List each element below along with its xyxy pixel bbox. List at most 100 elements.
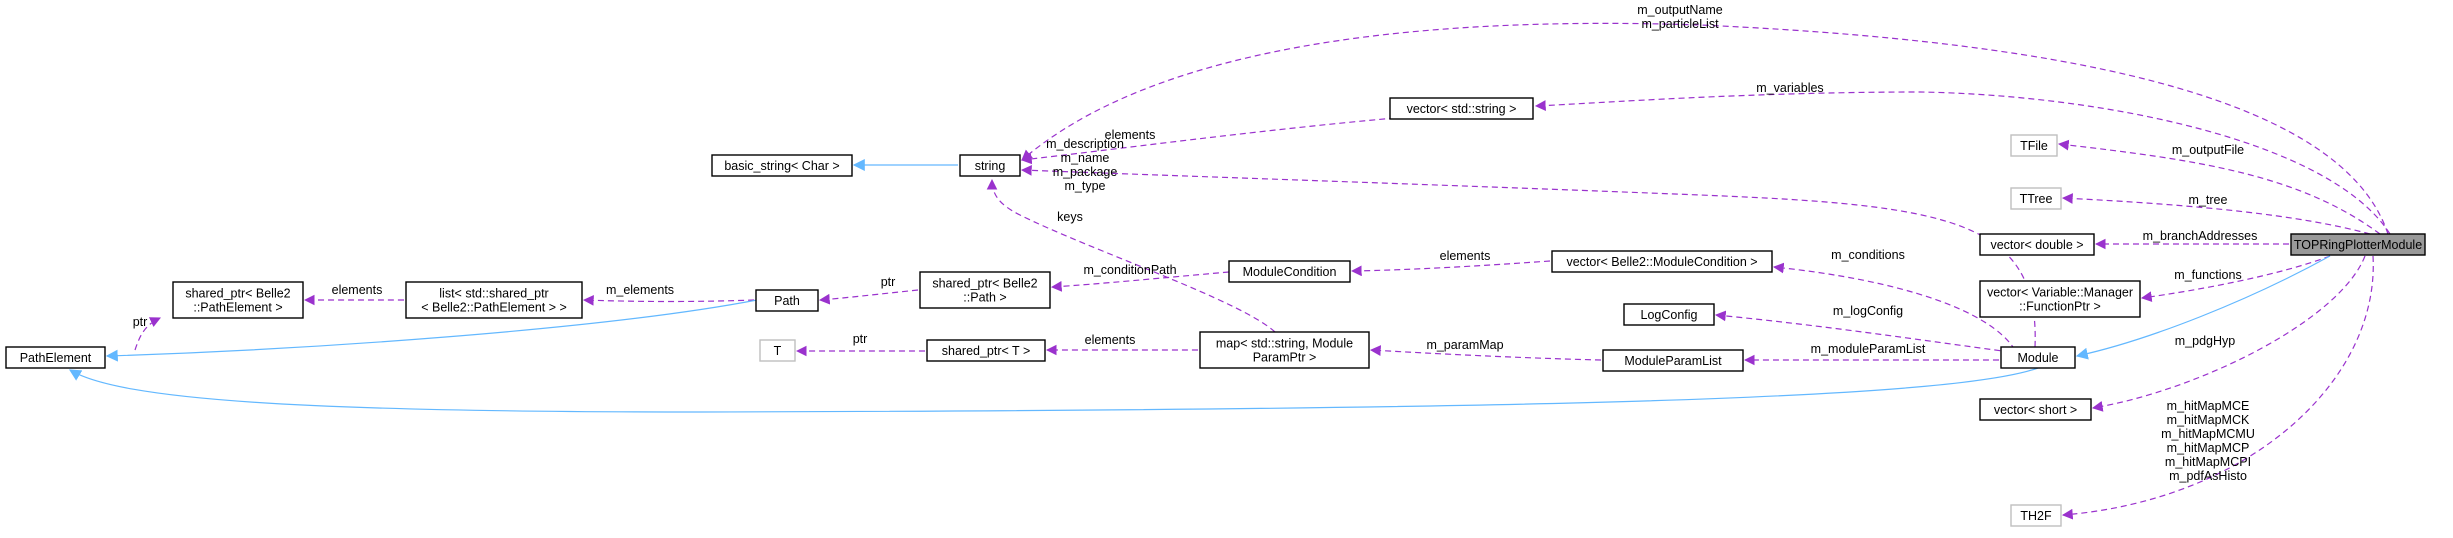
node-label: TFile xyxy=(2020,139,2048,153)
edge-label-elements-map: elements xyxy=(1085,333,1136,347)
node-box xyxy=(2290,233,2426,256)
node-ttree: TTree xyxy=(2010,187,2062,210)
node-label: vector< double > xyxy=(1990,238,2083,252)
node-module-param-list[interactable]: ModuleParamList xyxy=(1602,349,1744,372)
node-box xyxy=(1979,280,2141,318)
edge-label-line: m_pdfAsHisto xyxy=(2169,469,2247,483)
node-box xyxy=(1623,303,1715,326)
node-shared-ptr-t[interactable]: shared_ptr< T > xyxy=(926,339,1046,362)
node-log-config[interactable]: LogConfig xyxy=(1623,303,1715,326)
node-box xyxy=(755,289,819,312)
node-label: vector< Belle2::ModuleCondition > xyxy=(1566,255,1757,269)
edge-label-line: m_pdgHyp xyxy=(2175,334,2235,348)
edge-label-line: m_outputName xyxy=(1637,3,1723,17)
node-shared-ptr-path[interactable]: shared_ptr< Belle2::Path > xyxy=(919,271,1051,309)
edge-label-ptr-path-element: ptr xyxy=(133,315,148,329)
node-box xyxy=(1551,250,1773,273)
edge-label-line: m_hitMapMCK xyxy=(2167,413,2250,427)
edge-label-line: m_particleList xyxy=(1641,17,1719,31)
node-box xyxy=(1199,331,1370,369)
edge-label-ptr-t: ptr xyxy=(853,332,868,346)
node-module[interactable]: Module xyxy=(2000,346,2076,369)
edge-label-line: m_branchAddresses xyxy=(2143,229,2258,243)
node-vector-string[interactable]: vector< std::string > xyxy=(1389,97,1534,120)
node-box xyxy=(2010,504,2062,527)
edge-param-map xyxy=(1369,345,1602,361)
node-label: T xyxy=(774,344,782,358)
node-box xyxy=(405,281,583,319)
node-label: PathElement xyxy=(20,351,92,365)
edge-label-line: m_description xyxy=(1046,137,1124,151)
node-vector-function-ptr[interactable]: vector< Variable::Manager::FunctionPtr > xyxy=(1979,280,2141,318)
node-t: T xyxy=(759,339,796,362)
edge-label-param-map: m_paramMap xyxy=(1426,338,1503,352)
edge-path-inherit xyxy=(105,299,758,362)
node-box xyxy=(1979,398,2092,421)
node-label: list< std::shared_ptr xyxy=(439,287,548,301)
edge-ptr-path xyxy=(818,289,919,305)
edge-label-line: m_name xyxy=(1061,151,1110,165)
node-module-condition[interactable]: ModuleCondition xyxy=(1228,260,1351,283)
node-label: shared_ptr< Belle2 xyxy=(932,277,1037,291)
edge-label-module-param-list: m_moduleParamList xyxy=(1811,342,1926,356)
node-label: ModuleParamList xyxy=(1624,354,1722,368)
node-shared-ptr-path-element[interactable]: shared_ptr< Belle2::PathElement > xyxy=(172,281,304,319)
edge-module-inherit xyxy=(2075,255,2331,360)
node-label: ::Path > xyxy=(963,291,1006,305)
edge-pdg-hyp xyxy=(2091,255,2366,412)
node-label: TH2F xyxy=(2020,509,2052,523)
node-label: basic_string< Char > xyxy=(724,159,839,173)
edge-label-pdg-hyp: m_pdgHyp xyxy=(2175,334,2235,348)
node-basic-string[interactable]: basic_string< Char > xyxy=(711,154,853,177)
node-box xyxy=(759,339,796,362)
edge-variables xyxy=(1534,91,2391,235)
node-label: map< std::string, Module xyxy=(1216,337,1353,351)
node-vector-module-condition[interactable]: vector< Belle2::ModuleCondition > xyxy=(1551,250,1773,273)
edge-label-ptr-path: ptr xyxy=(881,275,896,289)
edge-output-name xyxy=(1021,22,2389,235)
node-path-element[interactable]: PathElement xyxy=(5,346,106,369)
edge-functions xyxy=(2140,255,2331,303)
node-box xyxy=(2010,134,2058,157)
edge-label-line: keys xyxy=(1057,210,1083,224)
node-list-path-element[interactable]: list< std::shared_ptr< Belle2::PathEleme… xyxy=(405,281,583,319)
node-box xyxy=(2000,346,2076,369)
edge-label-line: m_logConfig xyxy=(1833,304,1903,318)
edge-label-variables: m_variables xyxy=(1756,81,1823,95)
node-label: ModuleCondition xyxy=(1243,265,1337,279)
node-path[interactable]: Path xyxy=(755,289,819,312)
node-box xyxy=(711,154,853,177)
edge-label-line: m_hitMapMCP xyxy=(2167,441,2250,455)
edge-label-condition-path: m_conditionPath xyxy=(1083,263,1176,277)
edge-label-elements-conditions: elements xyxy=(1440,249,1491,263)
node-box xyxy=(2010,187,2062,210)
node-label: string xyxy=(975,159,1006,173)
edge-label-tree: m_tree xyxy=(2189,193,2228,207)
node-box xyxy=(959,154,1021,177)
edge-label-line: m_variables xyxy=(1756,81,1823,95)
edge-label-line: m_hitMapMCE xyxy=(2167,399,2250,413)
edge-label-line: ptr xyxy=(133,315,148,329)
node-box xyxy=(926,339,1046,362)
edge-label-line: m_conditionPath xyxy=(1083,263,1176,277)
edge-label-line: m_functions xyxy=(2174,268,2241,282)
node-string[interactable]: string xyxy=(959,154,1021,177)
edge-label-keys: keys xyxy=(1057,210,1083,224)
node-label: LogConfig xyxy=(1641,308,1698,322)
edge-ptr-path-element xyxy=(134,317,161,351)
node-vector-double[interactable]: vector< double > xyxy=(1979,233,2095,256)
edge-label-line: m_paramMap xyxy=(1426,338,1503,352)
edge-label-conditions: m_conditions xyxy=(1831,248,1905,262)
node-vector-short[interactable]: vector< short > xyxy=(1979,398,2092,421)
node-label: < Belle2::PathElement > > xyxy=(421,301,567,315)
edge-log-config xyxy=(1714,310,2011,353)
edge-label-functions: m_functions xyxy=(2174,268,2241,282)
edge-label-line: elements xyxy=(1105,128,1156,142)
edge-label-line: ptr xyxy=(853,332,868,346)
node-label: Path xyxy=(774,294,800,308)
